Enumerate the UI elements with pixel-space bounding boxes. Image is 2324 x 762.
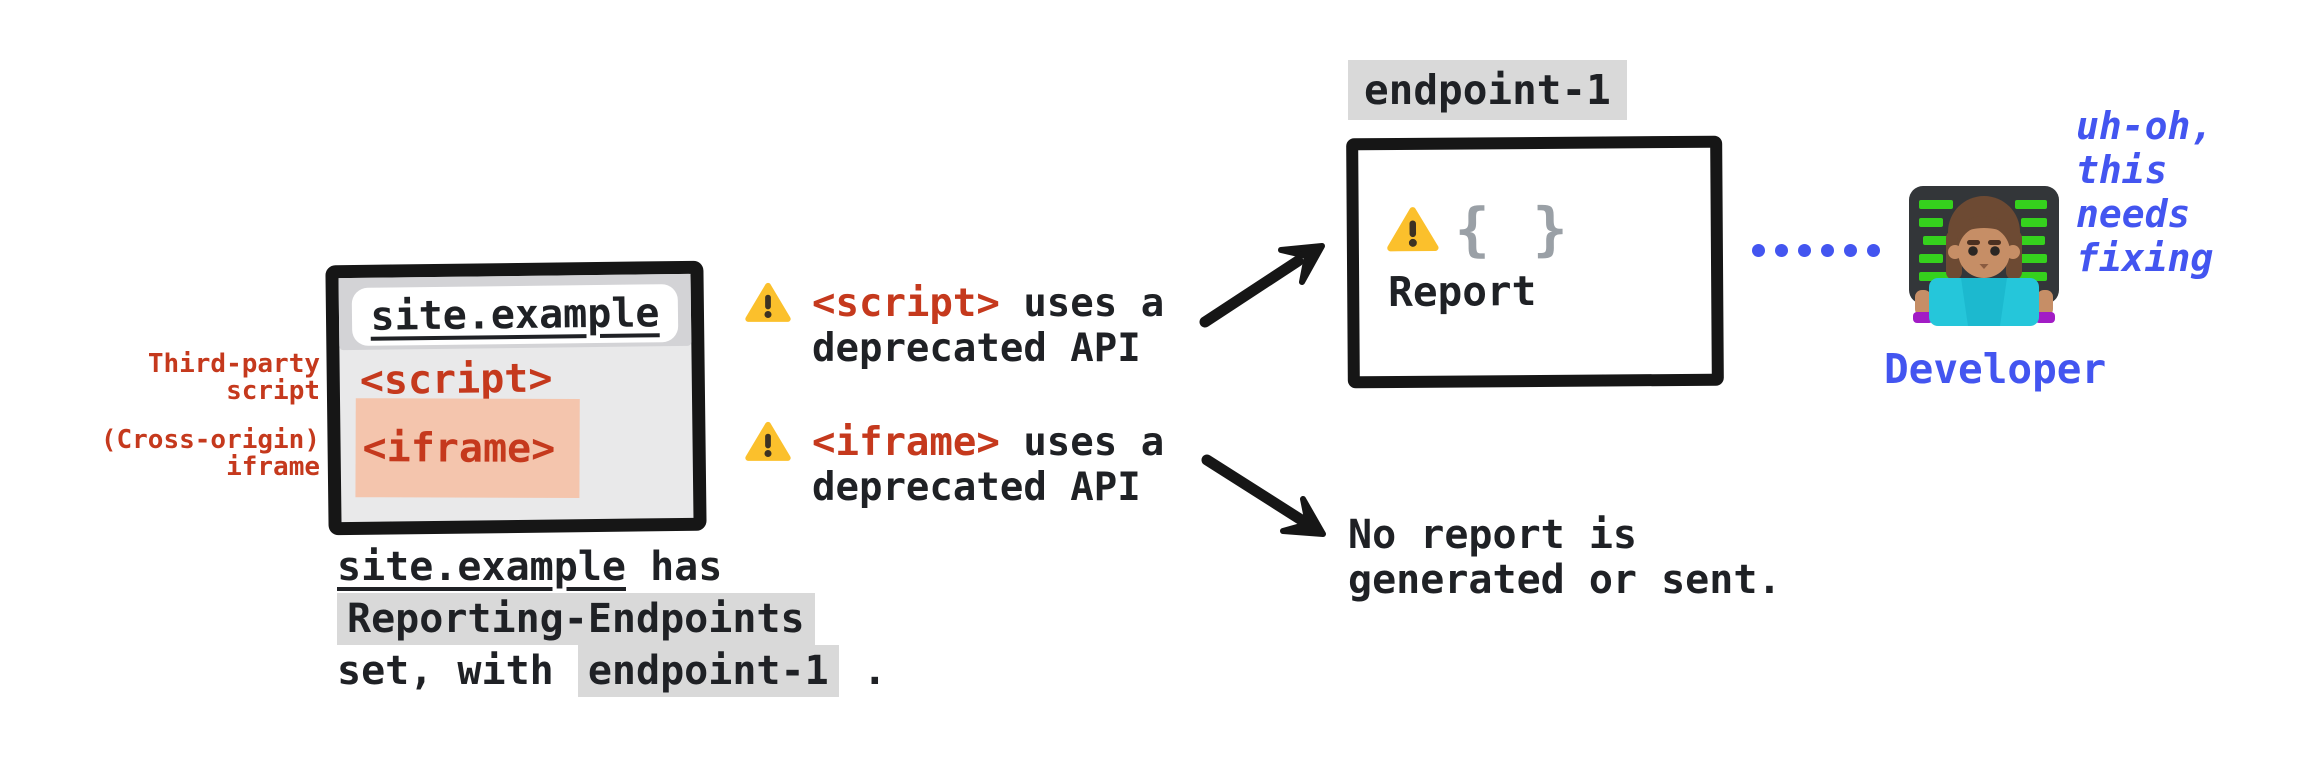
caption-line-1: site.example has	[337, 541, 887, 593]
dot	[1798, 244, 1811, 257]
caption-header-name: Reporting-Endpoints	[337, 593, 815, 645]
dot	[1752, 244, 1765, 257]
caption-has: has	[625, 544, 723, 590]
warning-iframe-line2: deprecated API	[812, 465, 1141, 510]
address-bar: site.example	[351, 284, 679, 346]
warning-icon	[1387, 207, 1439, 252]
dot	[1821, 244, 1834, 257]
endpoint-label: endpoint-1	[1348, 60, 1627, 120]
caption-endpoint-name: endpoint-1	[577, 645, 839, 697]
warning-iframe-text: <iframe> uses a deprecated API	[812, 420, 1164, 510]
no-report-text: No report is generated or sent.	[1348, 512, 1782, 603]
dot	[1844, 244, 1857, 257]
dot	[1775, 244, 1788, 257]
caption: site.example has Reporting-Endpoints set…	[337, 541, 887, 697]
dot	[1867, 244, 1880, 257]
report-row: { }	[1387, 195, 1572, 264]
warning-iframe-rest: uses a	[999, 420, 1165, 465]
warning-script-tag: <script>	[812, 281, 1000, 326]
cross-origin-iframe-label: (Cross-origin) iframe	[100, 425, 320, 482]
caption-line-3: set, with endpoint-1 .	[337, 645, 887, 697]
endpoint-box: { } Report	[1346, 135, 1724, 389]
dotted-connector	[1752, 244, 1880, 257]
caption-set-with: set, with	[337, 648, 578, 694]
warning-script-text: <script> uses a deprecated API	[812, 281, 1164, 371]
caption-period: .	[838, 648, 887, 694]
warning-script-rest: uses a	[999, 281, 1165, 326]
warning-script-line2: deprecated API	[812, 326, 1141, 371]
warning-icon	[745, 282, 791, 322]
caption-site: site.example	[337, 544, 626, 590]
report-braces-icon: { }	[1454, 194, 1572, 264]
browser-window: site.example <script> <iframe>	[325, 260, 707, 536]
warning-iframe-tag: <iframe>	[812, 420, 1000, 465]
developer-label: Developer	[1884, 345, 2107, 393]
arrow-to-no-report	[1201, 454, 1326, 537]
caption-line-2: Reporting-Endpoints	[337, 593, 887, 645]
iframe-highlight: <iframe>	[355, 398, 580, 498]
address-url: site.example	[370, 290, 660, 340]
woman-technologist-emoji	[1909, 186, 2059, 326]
developer-speech: uh-oh, this needs fixing	[2076, 104, 2214, 280]
report-label: Report	[1388, 266, 1537, 317]
arrow-to-endpoint	[1199, 243, 1325, 328]
third-party-script-label: Third-party script	[147, 349, 320, 406]
warning-icon	[745, 421, 791, 461]
script-tag-text: <script>	[359, 355, 553, 404]
iframe-tag-text: <iframe>	[362, 424, 556, 472]
